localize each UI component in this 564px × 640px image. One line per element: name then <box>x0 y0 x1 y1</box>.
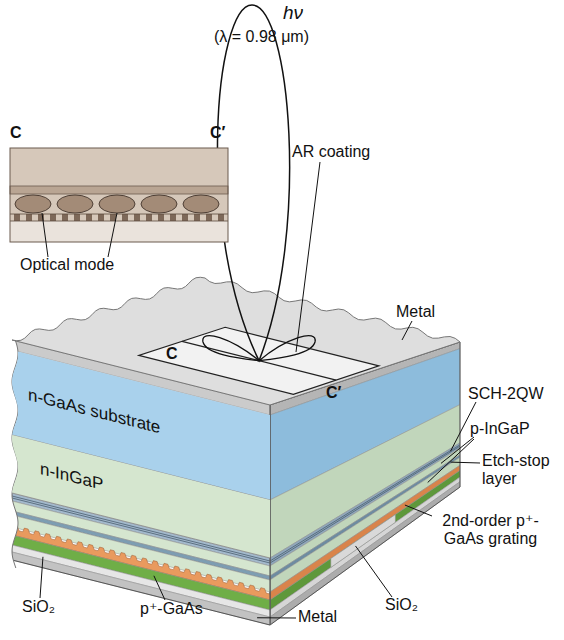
leader-line <box>356 546 393 597</box>
optical-mode-ellipse <box>99 195 135 213</box>
cross-section-inset <box>10 148 228 242</box>
layer-label: p-InGaP <box>470 420 530 438</box>
inset-frame <box>10 148 228 242</box>
metal-layer <box>12 552 270 625</box>
inset-grating-tooth <box>134 214 140 221</box>
inset-grating-tooth <box>98 214 104 221</box>
inset-grating-tooth <box>14 214 20 221</box>
layer-label: SCH-2QW <box>468 385 544 403</box>
inset-grating-tooth <box>122 214 128 221</box>
leader-line <box>154 576 165 600</box>
leader-line <box>42 213 48 257</box>
section-mark: C′ <box>326 384 341 402</box>
layer-label: p⁺-GaAs <box>140 600 203 618</box>
band-fill <box>12 435 270 558</box>
band-edge <box>12 493 270 558</box>
inset-line <box>10 214 228 215</box>
layer-label: 2nd-order p⁺-GaAs grating <box>428 512 553 548</box>
optical-mode-ellipse <box>183 195 219 213</box>
inset-layer <box>10 148 228 242</box>
wavelength-label: (λ = 0.98 μm) <box>214 28 309 46</box>
inset-grating-tooth <box>62 214 68 221</box>
section-mark: C <box>10 124 22 142</box>
optical-mode-ellipse <box>141 195 177 213</box>
contact-layer <box>270 471 460 610</box>
inset-layer <box>10 186 228 194</box>
inset-grating-tooth <box>206 214 212 221</box>
optical-mode-ellipse <box>15 195 51 213</box>
part-label: AR coating <box>292 143 370 161</box>
part-label: Optical mode <box>20 256 114 274</box>
inset-grating-tooth <box>146 214 152 221</box>
layer-label: Etch-stop layer <box>482 452 557 488</box>
leader-line <box>402 321 412 340</box>
quantum-well-line <box>270 445 460 561</box>
leader-line <box>451 462 481 464</box>
inset-grating-tooth <box>182 214 188 221</box>
side-lobe <box>203 336 259 361</box>
photon-label: hν <box>283 2 303 23</box>
section-mark: C′ <box>210 124 225 142</box>
layer-label: Metal <box>298 608 337 626</box>
leader-line <box>40 557 43 598</box>
inset-grating-tooth <box>218 214 224 221</box>
leader-line <box>257 617 296 618</box>
inset-grating-tooth <box>86 214 92 221</box>
leader-line <box>441 437 474 463</box>
oxide-layer <box>270 477 460 617</box>
leader-line <box>108 213 117 257</box>
inset-grating-tooth <box>158 214 164 221</box>
ingap-layer <box>270 457 460 592</box>
inset-grating-tooth <box>50 214 56 221</box>
oxide-layer <box>12 545 270 617</box>
side-lobe <box>259 336 315 361</box>
inset-grating-tooth <box>170 214 176 221</box>
layer-label: SiO₂ <box>22 598 55 616</box>
leader-line <box>428 439 474 482</box>
grating-layer <box>270 465 460 600</box>
layer-label: Metal <box>396 303 435 321</box>
leader-line <box>405 505 432 516</box>
leader-line <box>296 162 320 352</box>
ingap-layer <box>270 448 460 576</box>
inset-grating-tooth <box>26 214 32 221</box>
optical-mode-ellipse <box>57 195 93 213</box>
inset-grating-tooth <box>74 214 80 221</box>
quantum-well-line <box>270 446 460 563</box>
layer-label: SiO₂ <box>385 596 418 614</box>
inset-layer <box>10 221 228 242</box>
etch-stop-layer <box>270 455 460 580</box>
section-mark: C <box>166 345 178 363</box>
inset-grating-tooth <box>194 214 200 221</box>
